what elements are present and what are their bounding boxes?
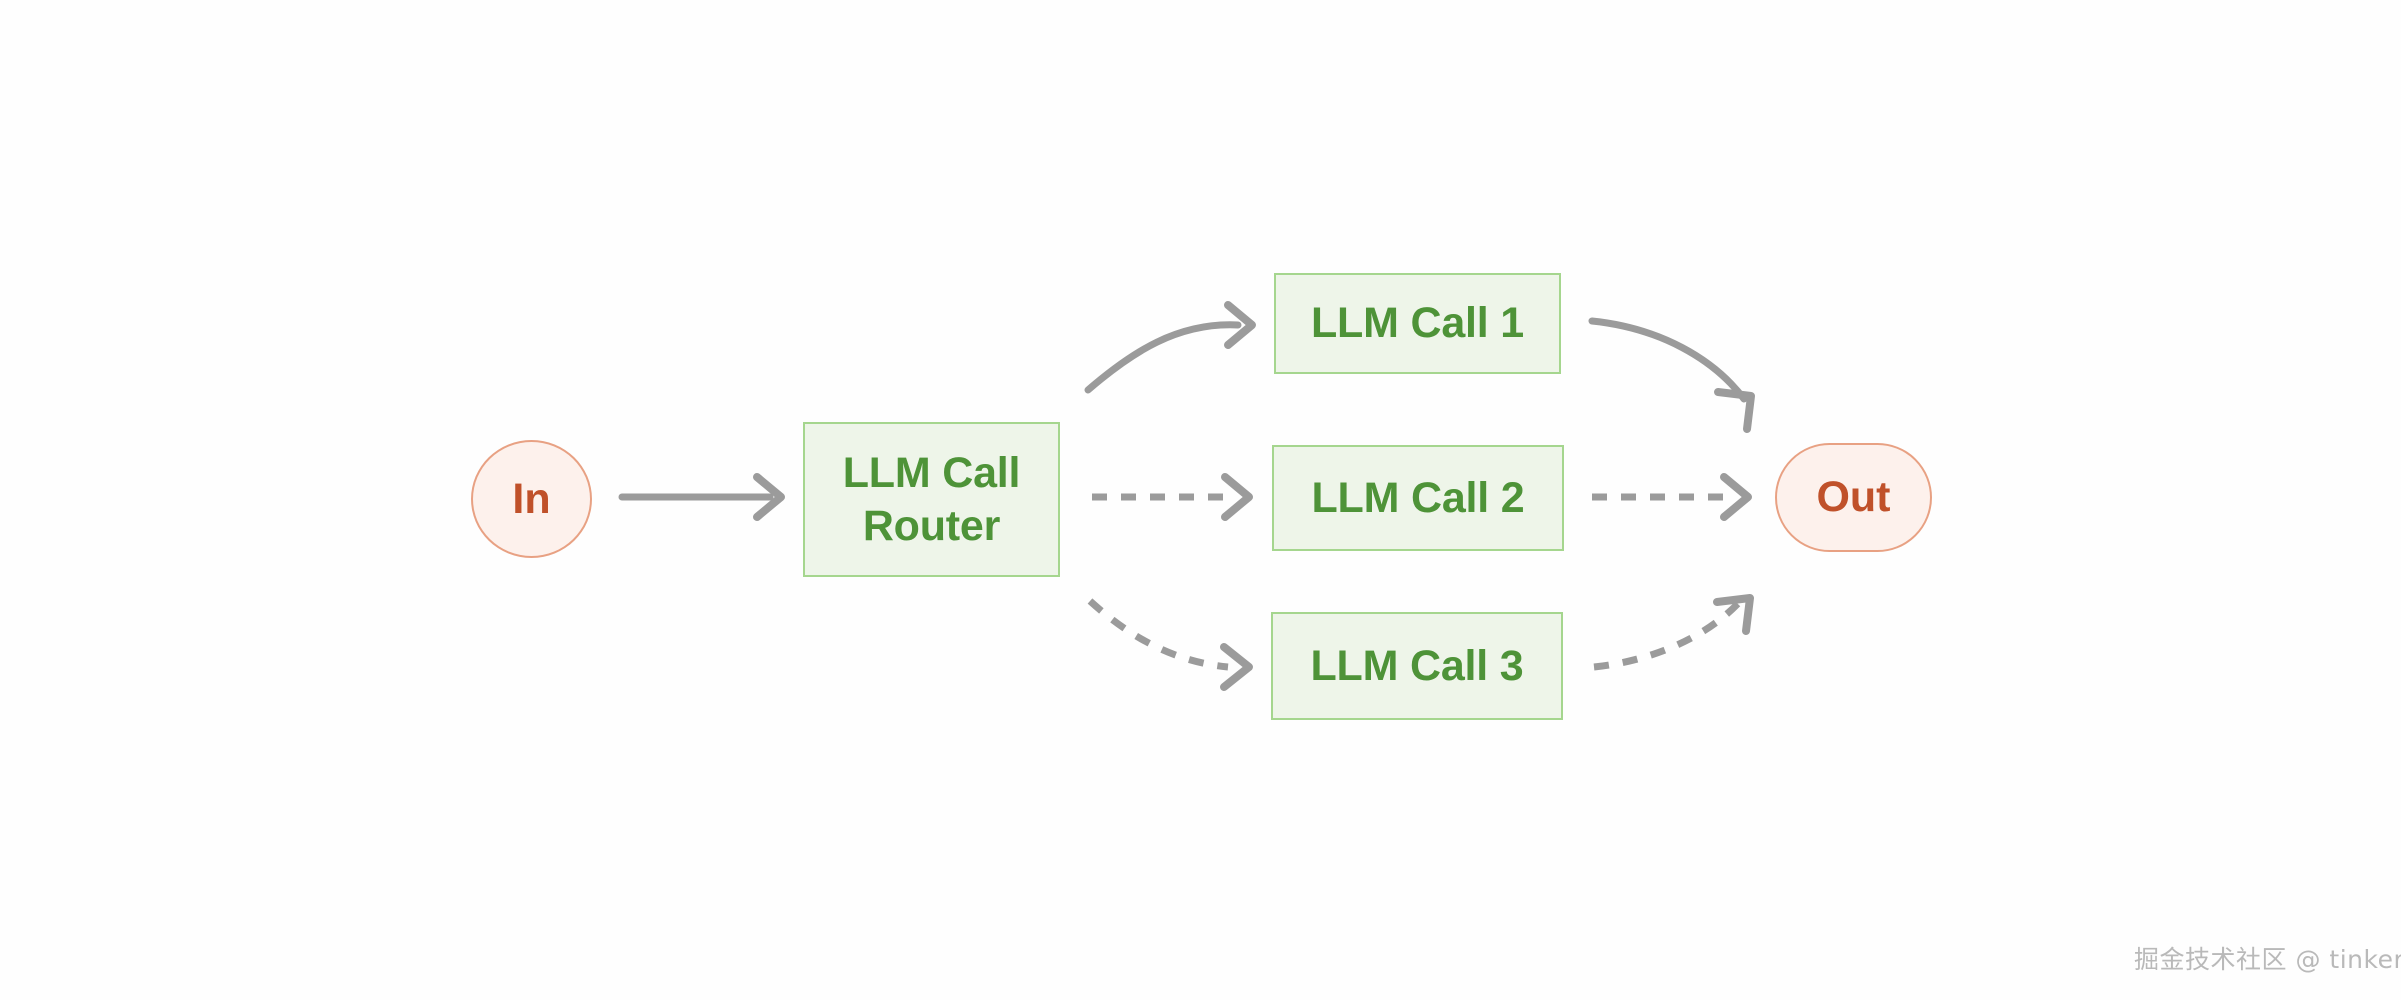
node-llm-call-3[interactable]: LLM Call 3 [1271,612,1563,720]
node-llm-call-3-label: LLM Call 3 [1310,641,1524,690]
node-llm-call-router[interactable]: LLM Call Router [803,422,1060,577]
node-llm-call-1-label: LLM Call 1 [1310,299,1525,348]
node-out[interactable]: Out [1775,443,1932,552]
edge-router-call2 [1092,473,1253,521]
node-llm-call-router-label: LLM Call Router [842,449,1021,550]
edge-call1-out [1588,317,1755,433]
node-llm-call-1[interactable]: LLM Call 1 [1274,273,1561,374]
edge-router-call1 [1084,301,1256,394]
node-out-label: Out [1816,473,1891,522]
node-llm-call-2-label: LLM Call 2 [1311,473,1525,522]
edge-router-call3 [1087,598,1253,691]
node-in[interactable]: In [471,440,592,558]
node-llm-call-2[interactable]: LLM Call 2 [1272,445,1564,551]
edge-in-router [618,473,785,521]
watermark-text: 掘金技术社区 @ tinker [2134,945,2401,974]
node-in-label: In [512,474,551,523]
edge-call3-out [1593,594,1754,671]
edge-call2-out [1592,473,1752,521]
